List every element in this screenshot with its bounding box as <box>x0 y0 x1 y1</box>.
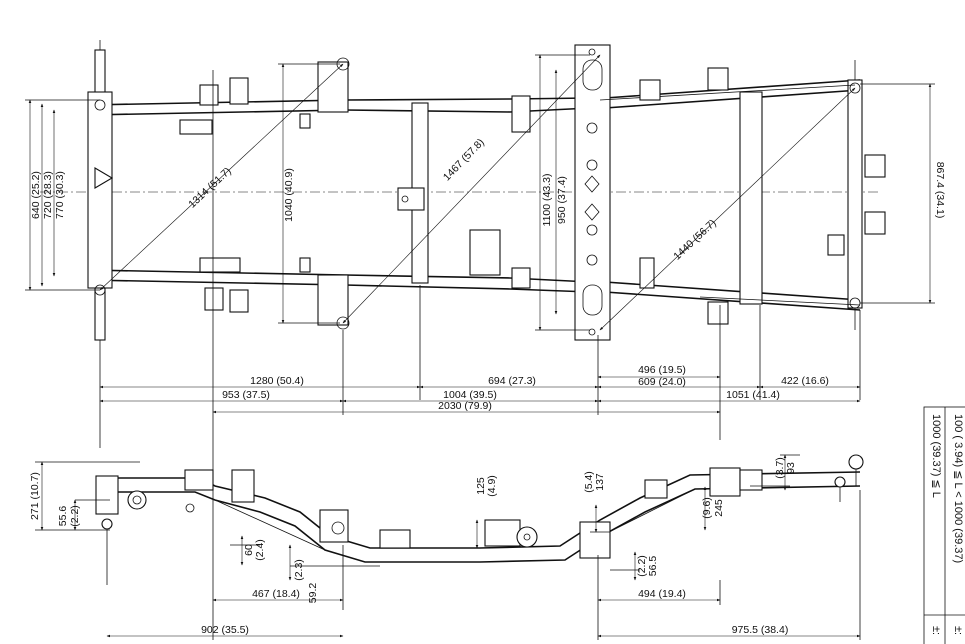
dim-953: 953 (37.5) <box>222 389 270 401</box>
dim-125-in: (4.9) <box>486 475 498 497</box>
tolerance-value-1: ±: <box>952 626 964 635</box>
tolerance-row-1: 100 ( 3.94) ≦ L < 1000 (39.37) <box>952 414 964 563</box>
rear-end-parts <box>95 469 349 543</box>
dim-137: 137 <box>594 473 606 491</box>
vertical-dimension-lines <box>25 54 935 331</box>
dim-975-5: 975.5 (38.4) <box>732 624 789 636</box>
dim-720: 720 (28.3) <box>42 171 54 219</box>
dim-59-2: 59.2 <box>307 583 319 604</box>
dim-1004: 1004 (39.5) <box>443 389 497 401</box>
extension-lines <box>99 70 861 640</box>
dim-1051: 1051 (41.4) <box>726 389 780 401</box>
side-reference-lines <box>35 454 861 640</box>
tolerance-value-2: ±: <box>930 626 942 635</box>
dim-1314: 1314 (51.7) <box>186 165 233 210</box>
dim-56-5: 56.5 <box>647 556 659 577</box>
dim-867: 867.4 (34.1) <box>934 162 946 219</box>
dim-902: 902 (35.5) <box>201 624 249 636</box>
dim-137-in: (5.4) <box>583 471 595 493</box>
dim-770: 770 (30.3) <box>54 171 66 219</box>
horizontal-dimension-lines <box>99 375 861 414</box>
dim-245: 245 <box>713 499 725 517</box>
dim-1100: 1100 (43.3) <box>541 174 553 227</box>
dim-93-in: (3.7) <box>774 457 786 479</box>
dim-1040: 1040 (40.9) <box>283 168 295 222</box>
dim-467: 467 (18.4) <box>252 588 300 600</box>
dim-245-in: (9.6) <box>701 497 713 519</box>
middle-rails <box>344 97 591 293</box>
dim-60-in: (2.4) <box>254 539 266 561</box>
dim-496: 496 (19.5) <box>638 364 686 376</box>
x-brace <box>599 84 861 306</box>
dim-1280: 1280 (50.4) <box>250 375 304 387</box>
dim-55-6: 55.6 <box>57 506 69 527</box>
rear-crossmember <box>87 40 114 350</box>
plan-view: 640 (25.2) 720 (28.3) 770 (30.3) 1040 (4… <box>25 40 946 640</box>
dim-56-5-in: (2.2) <box>636 555 648 577</box>
dim-271: 271 (10.7) <box>29 472 41 520</box>
tolerance-row-2: 1000 (39.37) ≦ L <box>930 414 942 498</box>
dim-950: 950 (37.4) <box>556 176 568 224</box>
dim-1467: 1467 (57.8) <box>441 136 487 183</box>
dim-59-2-in: (2.3) <box>293 559 305 581</box>
dim-494: 494 (19.4) <box>638 588 686 600</box>
side-rail-profile <box>100 471 861 563</box>
dim-2030: 2030 (79.9) <box>438 400 492 412</box>
dim-694: 694 (27.3) <box>488 375 536 387</box>
side-vertical-dim-lines <box>40 454 787 581</box>
dim-93: 93 <box>785 462 797 474</box>
dim-1440: 1440 (56.7) <box>671 217 718 262</box>
dim-422: 422 (16.6) <box>781 375 829 387</box>
dim-640: 640 (25.2) <box>30 171 42 219</box>
side-view: 271 (10.7) 55.6 (2.2) 60 (2.4) 59.2 (2.3… <box>29 454 864 640</box>
dim-60: 60 <box>243 544 255 556</box>
mid-front-parts <box>379 454 864 559</box>
side-horizontal-dim-lines <box>106 580 861 638</box>
tolerance-table: 100 ( 3.94) ≦ L < 1000 (39.37) 1000 (39.… <box>923 406 965 644</box>
dim-55-6-in: (2.2) <box>69 505 81 527</box>
dim-609: 609 (24.0) <box>638 376 686 388</box>
dim-125: 125 <box>475 477 487 495</box>
